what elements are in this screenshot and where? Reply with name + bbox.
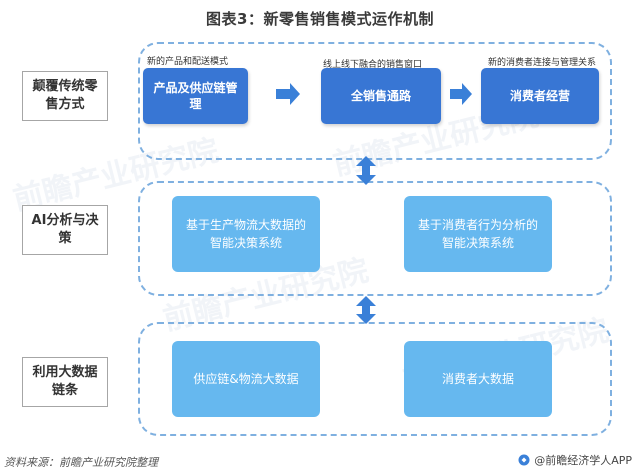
group-row-2 bbox=[138, 181, 612, 296]
right-arrow-icon bbox=[450, 83, 472, 105]
box-supply-logistics-big-data: 供应链&物流大数据 bbox=[172, 341, 320, 417]
brand-logo-icon bbox=[518, 454, 530, 466]
group-row-3 bbox=[138, 322, 612, 436]
double-arrow-vertical-icon bbox=[356, 296, 376, 324]
box-production-logistics-ai: 基于生产物流大数据的智能决策系统 bbox=[172, 196, 320, 272]
box-consumer-operation: 消费者经营 bbox=[481, 68, 599, 124]
brand-credit: @前瞻经济学人APP bbox=[518, 452, 632, 468]
box-consumer-behavior-ai: 基于消费者行为分析的智能决策系统 bbox=[404, 196, 552, 272]
row1-box2-top-label: 线上线下融合的销售窗口 bbox=[323, 60, 423, 70]
box-full-sales-channel: 全销售通路 bbox=[321, 68, 441, 124]
diagram-title: 图表3：新零售销售模式运作机制 bbox=[206, 10, 434, 28]
group-row-1 bbox=[138, 42, 612, 160]
row1-box1-top-label: 新的产品和配送模式 bbox=[147, 57, 229, 67]
row1-box3-top-label: 新的消费者连接与管理关系 bbox=[488, 58, 597, 68]
side-label-ai-decision: AI分析与决策 bbox=[22, 205, 108, 255]
side-label-big-data-chain: 利用大数据链条 bbox=[22, 357, 108, 407]
side-label-disrupt-retail: 颠覆传统零售方式 bbox=[22, 71, 108, 121]
box-consumer-big-data: 消费者大数据 bbox=[404, 341, 552, 417]
source-note: 资料来源：前瞻产业研究院整理 bbox=[4, 456, 158, 469]
right-arrow-icon bbox=[276, 83, 300, 105]
double-arrow-vertical-icon bbox=[356, 156, 376, 185]
box-product-supply-chain: 产品及供应链管理 bbox=[143, 68, 248, 124]
